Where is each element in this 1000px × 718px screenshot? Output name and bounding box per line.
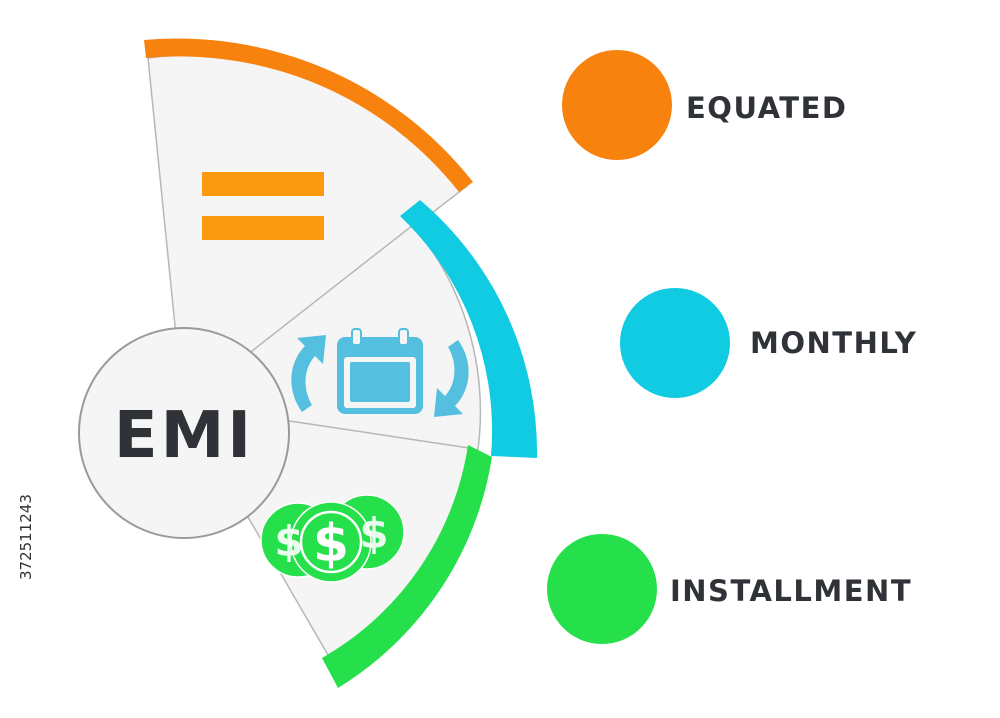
side-identifier-text: 372511243 <box>17 494 35 580</box>
legend-label-monthly: MONTHLY <box>750 326 917 360</box>
legend-item-equated: EQUATED <box>562 50 847 160</box>
legend-dot-installment <box>547 534 657 644</box>
legend-item-monthly: MONTHLY <box>620 288 917 398</box>
legend: EQUATED MONTHLY INSTALLMENT <box>547 50 917 644</box>
dollar-coins-icon: $ $ $ <box>260 494 405 583</box>
svg-text:$: $ <box>359 509 388 558</box>
equated-arc <box>144 38 473 192</box>
installment-arc <box>322 445 492 688</box>
sector-arcs <box>144 38 538 688</box>
svg-text:$: $ <box>274 517 303 566</box>
center-label: EMI <box>114 399 254 473</box>
legend-dot-equated <box>562 50 672 160</box>
legend-item-installment: INSTALLMENT <box>547 534 912 644</box>
center-badge: EMI <box>78 327 290 539</box>
calendar-cycle-icon <box>291 328 469 417</box>
svg-text:$: $ <box>313 514 349 574</box>
legend-label-equated: EQUATED <box>686 91 847 125</box>
equals-icon <box>202 172 324 240</box>
center-circle <box>78 327 290 539</box>
monthly-arc <box>400 200 538 458</box>
cycle-arrow-left-icon <box>291 335 326 412</box>
legend-label-installment: INSTALLMENT <box>670 574 912 608</box>
cycle-arrow-right-icon <box>434 340 469 417</box>
legend-dot-monthly <box>620 288 730 398</box>
